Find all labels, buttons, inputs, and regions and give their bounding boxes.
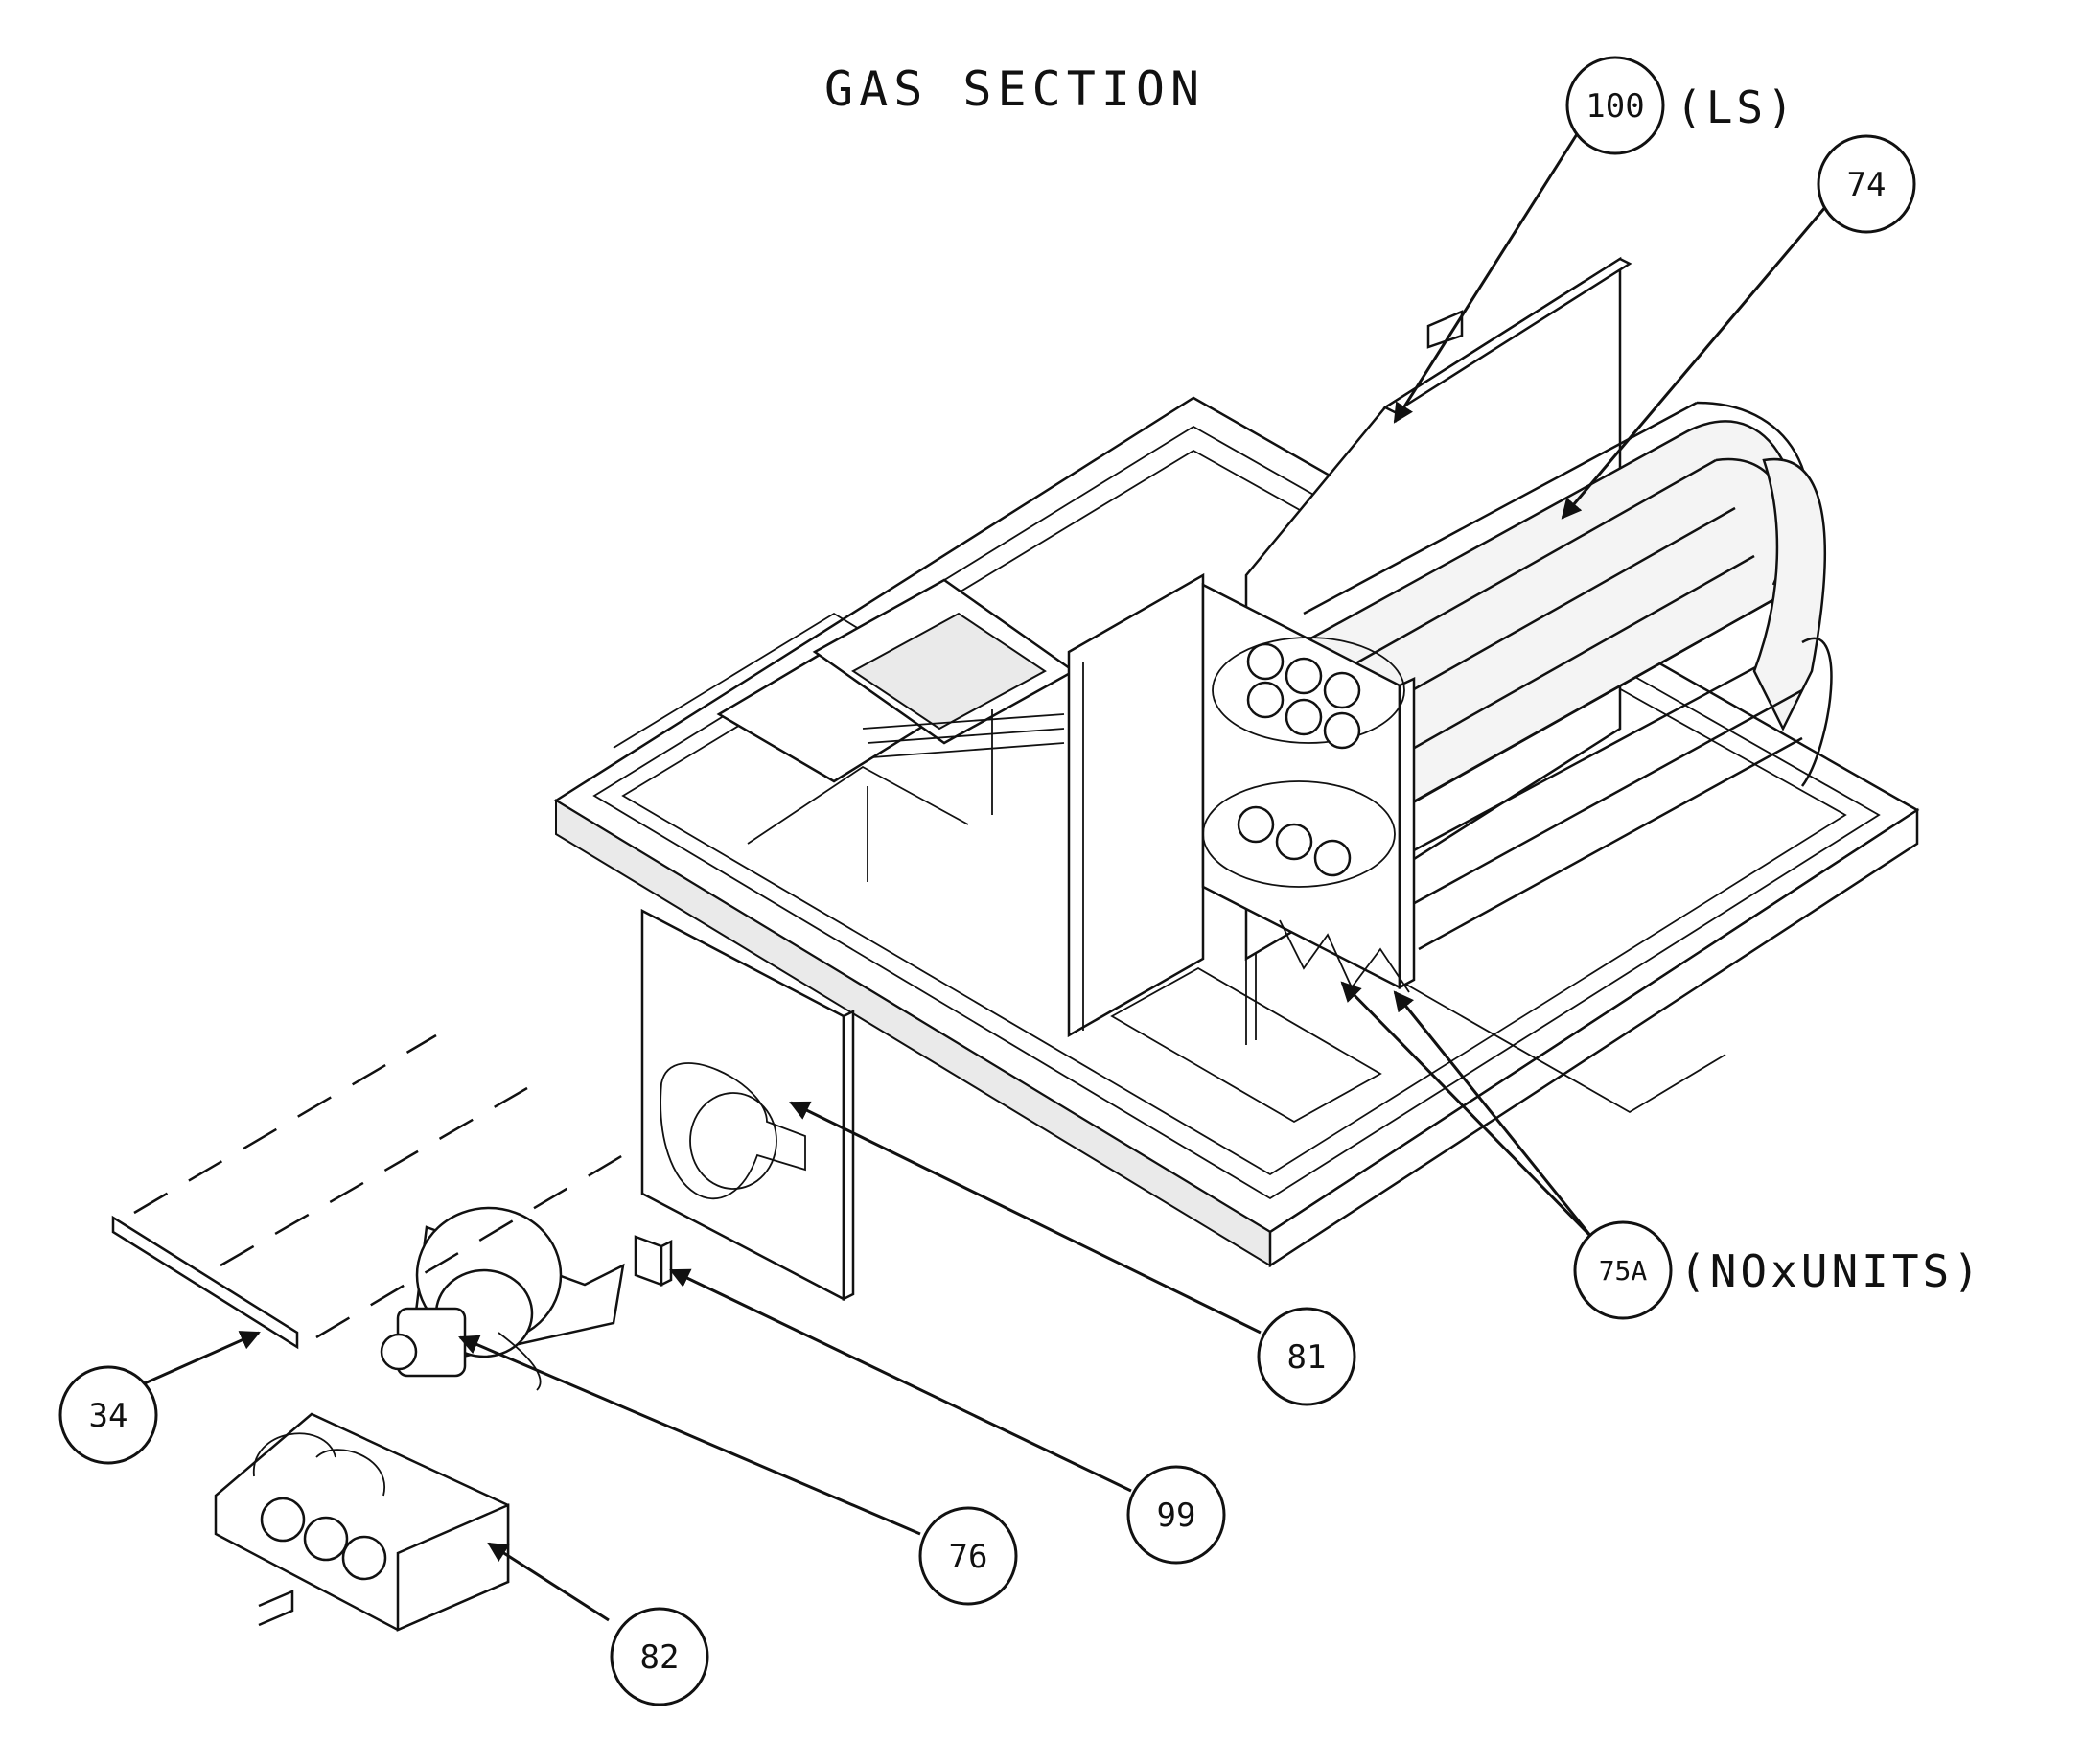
callout-82: 82 [610,1607,709,1706]
inducer-motor [380,1206,625,1391]
svg-text:(LS): (LS) [1676,81,1797,133]
callout-76: 76 [918,1506,1018,1606]
callout-99: 99 [1126,1465,1226,1565]
svg-text:75A: 75A [1599,1255,1648,1287]
svg-text:100: 100 [1586,87,1644,126]
diagram-title: GAS SECTION [824,61,1205,117]
callout-34: 34 [58,1365,158,1465]
svg-text:99: 99 [1157,1497,1196,1535]
bracket [634,1235,673,1288]
shield-strip [111,1215,299,1350]
svg-text:76: 76 [949,1538,988,1576]
svg-text:(NOxUNITS): (NOxUNITS) [1679,1245,1983,1297]
combustion-plate [1201,582,1416,990]
svg-text:82: 82 [640,1638,680,1677]
svg-text:34: 34 [89,1397,128,1435]
cover-panel [640,908,855,1302]
leader-lines [128,133,1828,1622]
nox-inserts [1279,919,1410,993]
callout-75a: 75A (NOxUNITS) [1573,1220,1983,1320]
svg-text:74: 74 [1847,166,1887,204]
vestibule-panel [1067,572,1205,1038]
burner-assembly [214,1412,510,1632]
callout-74: 74 [1817,134,1916,234]
heat-exchanger [1302,401,1833,951]
callout-81: 81 [1257,1307,1356,1406]
svg-text:81: 81 [1287,1338,1327,1377]
callout-100: 100 (LS) [1565,56,1797,155]
